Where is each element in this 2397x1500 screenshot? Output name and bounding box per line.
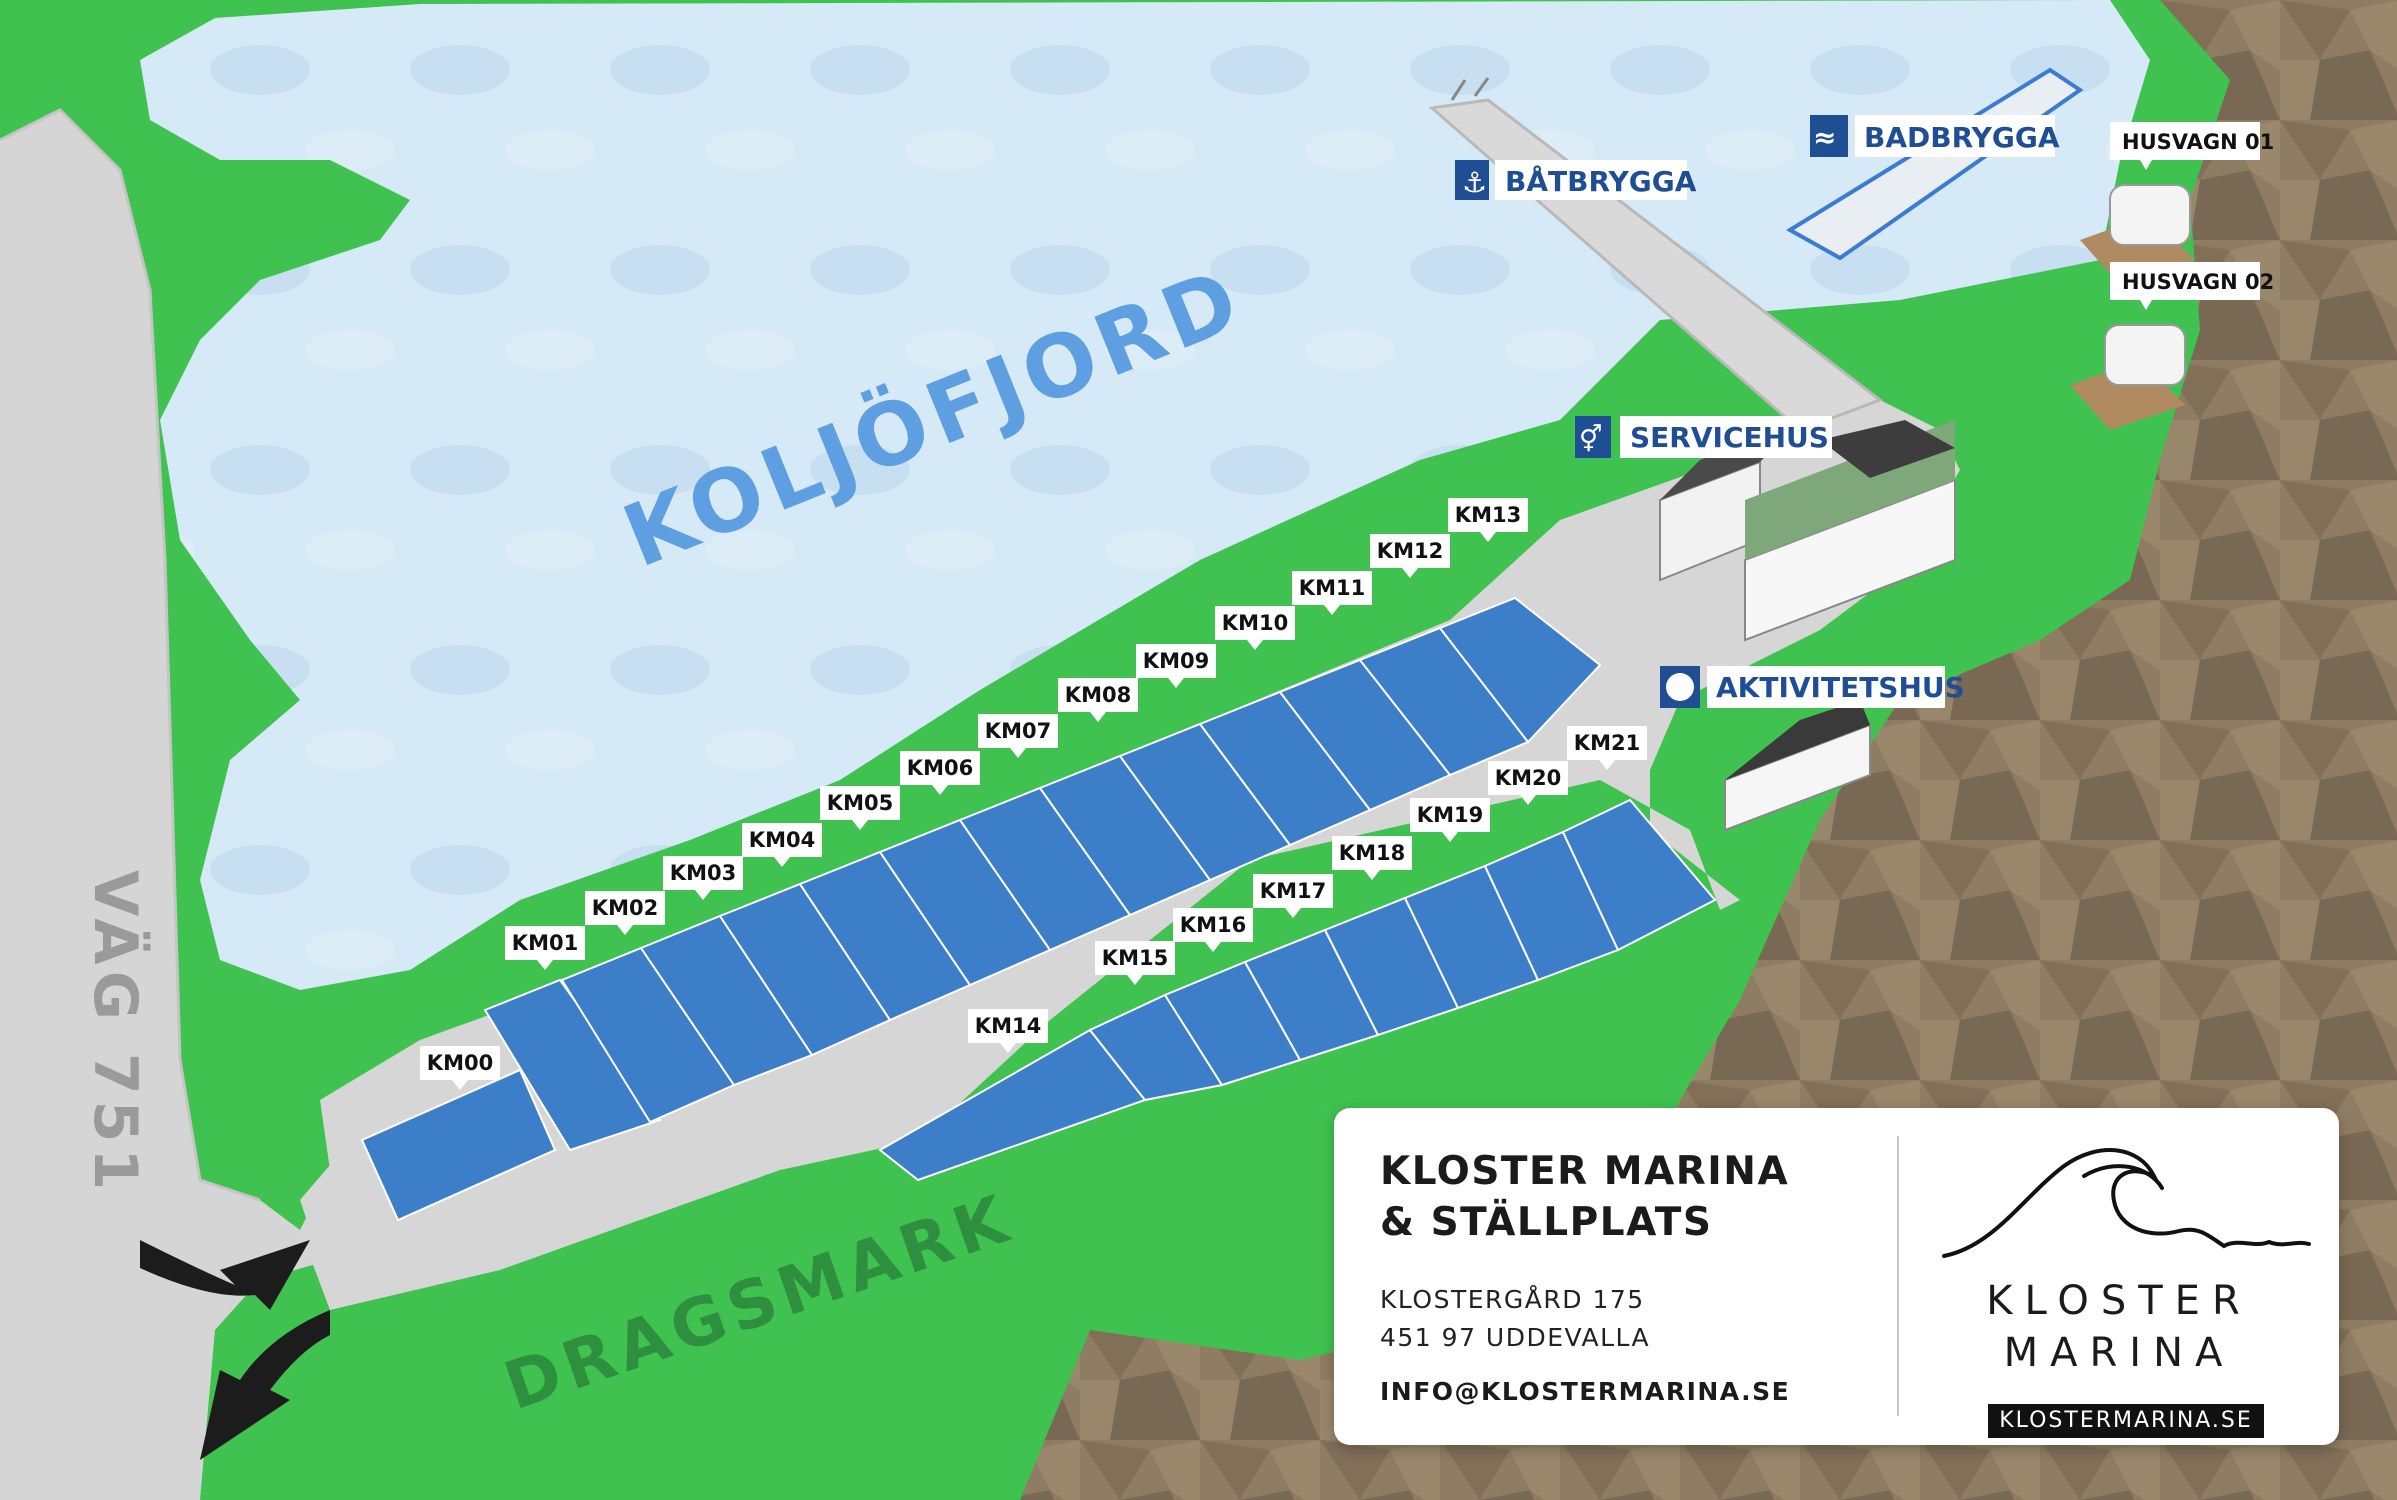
contact-block: KLOSTER MARINA & STÄLLPLATS KLOSTERGÅRD … [1380,1146,1850,1406]
slip-row-lower [878,798,1717,1182]
slip-label[interactable]: KM18 [1332,836,1412,880]
logo: KLOSTER MARINA KLOSTERMARINA.SE [1924,1136,2314,1438]
slip-label[interactable]: KM19 [1410,798,1490,842]
label-husvagn-02[interactable]: HUSVAGN 02 [2110,262,2274,310]
slip-label[interactable]: KM04 [742,823,822,867]
info-card: KLOSTER MARINA & STÄLLPLATS KLOSTERGÅRD … [1334,1108,2339,1445]
slip-label-text: KM09 [1143,649,1209,673]
slip-label[interactable]: KM05 [820,786,900,830]
poi-aktivitetshus[interactable]: AKTIVITETSHUS [1660,666,1965,708]
slip-label[interactable]: KM21 [1567,726,1647,770]
slip-label-text: KM00 [427,1051,493,1075]
slip-label[interactable]: KM00 [420,1046,500,1090]
slip-label-text: KM17 [1260,879,1326,903]
address-block: KLOSTERGÅRD 175 451 97 UDDEVALLA [1380,1281,1850,1357]
business-name: KLOSTER MARINA & STÄLLPLATS [1380,1149,1790,1245]
slip-row-upper [360,596,1602,1222]
slip-label-text: KM18 [1339,841,1405,865]
svg-text:HUSVAGN 01: HUSVAGN 01 [2122,130,2274,154]
slip-label-text: KM19 [1417,803,1483,827]
slip-label-text: KM15 [1102,946,1168,970]
caravan-02 [2070,324,2186,430]
slip-label[interactable]: KM07 [978,714,1058,758]
slip-label[interactable]: KM02 [585,891,665,935]
svg-text:SERVICEHUS: SERVICEHUS [1630,421,1829,454]
slip-label[interactable]: KM06 [900,751,980,795]
slip-label[interactable]: KM01 [505,926,585,970]
slip-label-text: KM21 [1574,731,1640,755]
svg-text:≈: ≈ [1813,121,1836,154]
slip-label[interactable]: KM08 [1058,678,1138,722]
logo-name-line-2: MARINA [2003,1330,2235,1376]
slip-label[interactable]: KM11 [1292,571,1372,615]
road-name-label: VÄG 751 [80,870,152,1196]
slip-label[interactable]: KM09 [1136,644,1216,688]
slip-label[interactable]: KM17 [1253,874,1333,918]
slip-label-text: KM03 [670,861,736,885]
email-link[interactable]: INFO@KLOSTERMARINA.SE [1380,1377,1791,1406]
arrow-icon [200,1310,330,1460]
poi-badbrygga[interactable]: ≈ BADBRYGGA [1810,115,2060,157]
restroom-icon [1575,416,1611,458]
poi-servicehus[interactable]: ⚥ SERVICEHUS [1575,416,1832,458]
slip-label-text: KM14 [975,1014,1041,1038]
slip-label-text: KM02 [592,896,658,920]
slip-label[interactable]: KM10 [1215,606,1295,650]
website-link[interactable]: KLOSTERMARINA.SE [1988,1404,2264,1438]
anchor-icon [1455,160,1489,200]
aktivitetshus-building [1724,700,1871,832]
slip-label-text: KM16 [1180,913,1246,937]
slip-label-text: KM13 [1455,503,1521,527]
slip-label-text: KM05 [827,791,893,815]
slip-label-text: KM07 [985,719,1051,743]
slip-label[interactable]: KM14 [968,1009,1048,1053]
svg-text:BADBRYGGA: BADBRYGGA [1864,121,2060,154]
svg-text:⚓: ⚓ [1462,166,1487,199]
slip-label[interactable]: KM03 [663,856,743,900]
svg-text:⚥: ⚥ [1579,424,1602,455]
slip-label[interactable]: KM16 [1173,908,1253,952]
svg-text:HUSVAGN 02: HUSVAGN 02 [2122,270,2274,294]
slip-label-text: KM20 [1495,766,1561,790]
slip-label[interactable]: KM13 [1448,498,1528,542]
road-vag-751 [0,110,330,1500]
address-line-2: 451 97 UDDEVALLA [1380,1323,1651,1352]
slip-label-text: KM10 [1222,611,1288,635]
divider [1897,1136,1899,1416]
svg-text:AKTIVITETSHUS: AKTIVITETSHUS [1716,671,1965,704]
swim-icon [1810,115,1848,157]
slip-label[interactable]: KM15 [1095,941,1175,985]
slip-label-text: KM04 [749,828,815,852]
logo-name-line-1: KLOSTER [1986,1278,2252,1324]
slip-label[interactable]: KM20 [1488,761,1568,805]
slip-label[interactable]: KM12 [1370,534,1450,578]
poi-batbrygga[interactable]: ⚓ BÅTBRYGGA [1455,160,1697,200]
label-husvagn-01[interactable]: HUSVAGN 01 [2110,122,2274,170]
svg-text:BÅTBRYGGA: BÅTBRYGGA [1505,164,1697,198]
arrow-icon [140,1240,310,1310]
slip-label-text: KM08 [1065,683,1131,707]
slip-label-text: KM12 [1377,539,1443,563]
slip-label-text: KM01 [512,931,578,955]
slip-label-text: KM06 [907,756,973,780]
wave-logo-icon [1942,1148,2311,1258]
address-line-1: KLOSTERGÅRD 175 [1380,1285,1645,1314]
slip-label-text: KM11 [1299,576,1365,600]
slip-labels: KM00 KM01 KM02 KM03 KM04 KM05 KM06 KM07 KM08 KM09… [420,498,1647,1090]
